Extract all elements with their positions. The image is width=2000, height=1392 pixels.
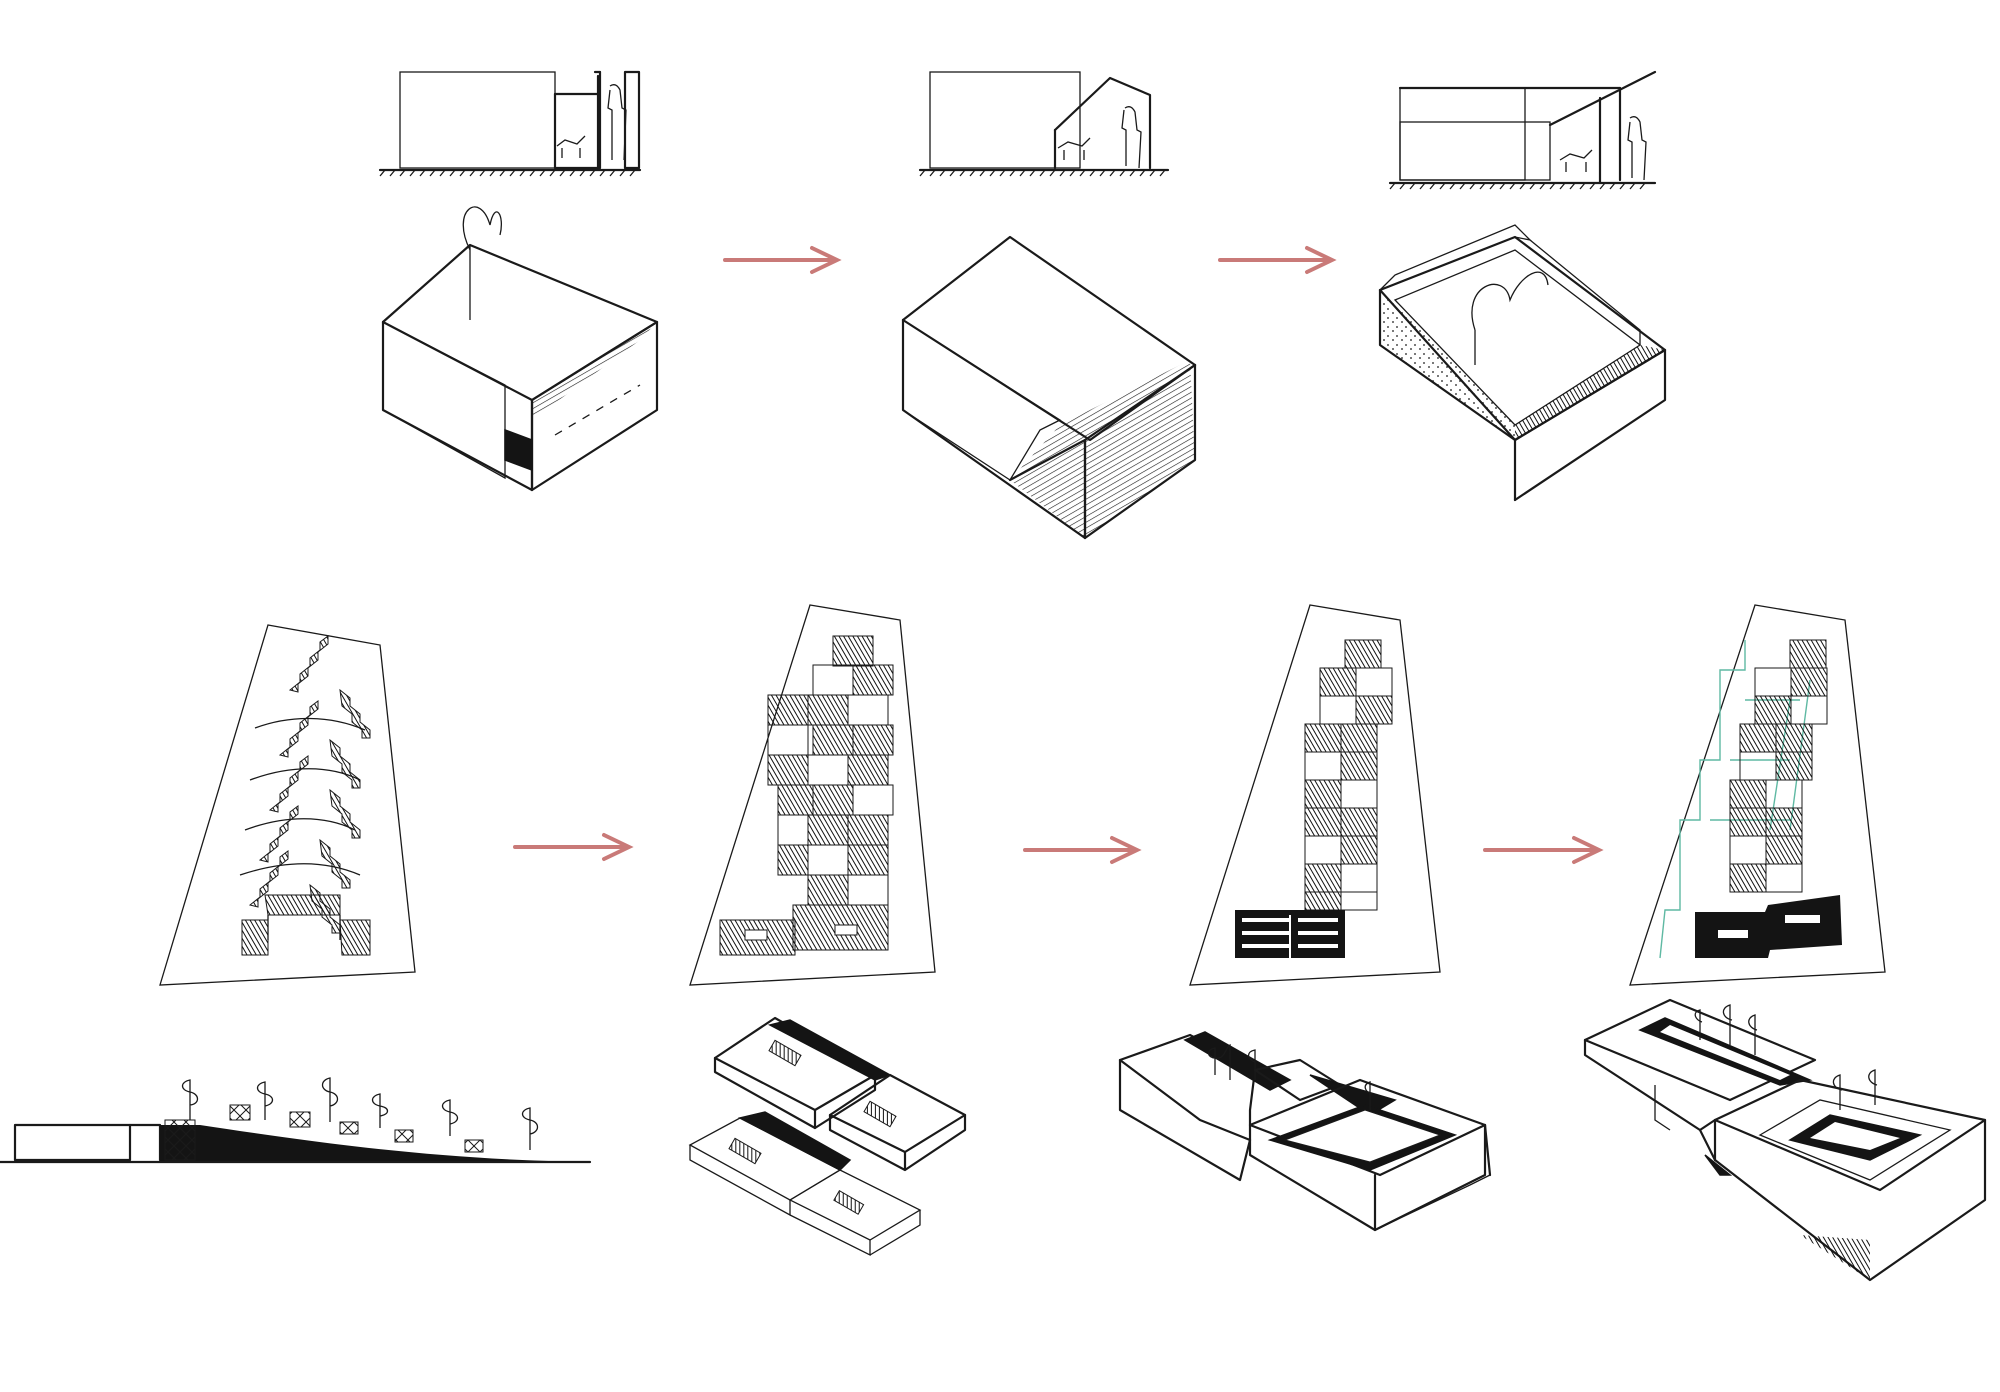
axonometric-volume-1: [381, 206, 659, 492]
section-sketch-2: [918, 71, 1170, 177]
axonometric-volume-3: [1378, 224, 1667, 502]
site-plan-3: [1189, 604, 1441, 986]
site-plan-4: [1629, 604, 1886, 986]
axonometric-massing-3: [1583, 998, 1987, 1282]
arrow-row2-step3: [1483, 836, 1604, 864]
axonometric-massing-2: [1118, 1031, 1492, 1232]
site-plan-1: [159, 624, 416, 986]
axonometric-volume-2: [901, 235, 1197, 540]
arrow-row2-step2: [1023, 836, 1142, 864]
section-sketch-3: [1388, 70, 1657, 190]
arrow-row1-step2: [1218, 246, 1337, 274]
site-plan-2: [689, 604, 936, 986]
axonometric-massing-1: [688, 1016, 967, 1257]
arrow-row1-step1: [723, 246, 842, 274]
arrow-row2-step1: [513, 833, 634, 861]
section-sketch-1: [378, 70, 642, 177]
site-section-elevation: [0, 1077, 592, 1164]
